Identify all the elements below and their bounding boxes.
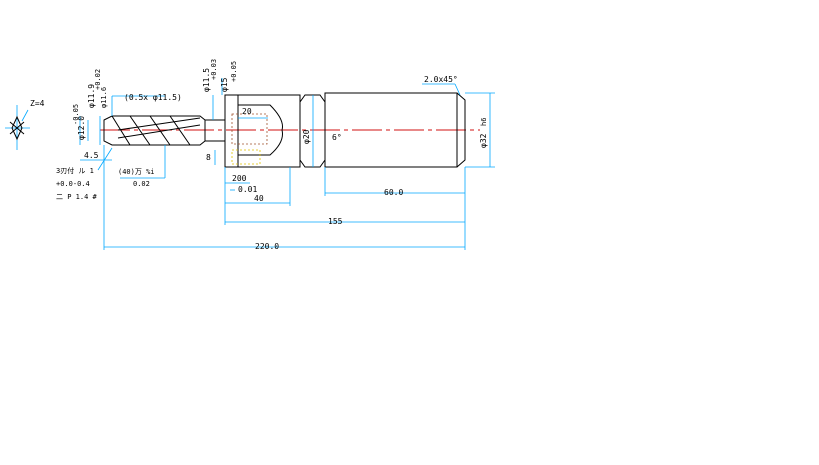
dim-001: 0.01: [238, 185, 257, 194]
highlight-box: [231, 149, 261, 165]
dim-small-tol: -0.05: [72, 104, 80, 125]
end-view-icon: [5, 105, 30, 150]
note-2-3: 二 P 1.4 #: [56, 193, 98, 201]
dim-45: 4.5: [84, 151, 99, 160]
dim-200: 200: [232, 174, 247, 183]
dim-8: 8: [206, 153, 211, 162]
dim-groove: (0.5x φ11.5): [124, 93, 182, 102]
dim-tip-tol: +0.02: [94, 69, 102, 90]
dim-155: 155: [328, 217, 343, 226]
dim-tip: φ11.9: [87, 84, 96, 108]
dim-body2: φ20: [302, 129, 311, 144]
dim-body-tol: +0.05: [230, 61, 238, 82]
dim-small: φ12.0: [77, 116, 86, 140]
shank: [324, 92, 466, 168]
dim-20-top: 20: [242, 107, 252, 116]
note-2-2: +0.0-0.4: [56, 180, 90, 188]
dim-bore-tol: +0.03: [210, 59, 218, 80]
dim-shank: φ32: [479, 133, 488, 148]
dim-shank-tol: h6: [480, 118, 488, 126]
dim-40: 40: [254, 194, 264, 203]
dim-body: φ15: [220, 77, 229, 92]
drill-tip: [103, 115, 225, 146]
note-40: (40)万 %i: [118, 168, 155, 176]
dim-60: 60.0: [384, 188, 403, 197]
note-2-1: 3刃付 ル 1: [56, 166, 94, 175]
angle-label: 6°: [332, 133, 342, 142]
note-002: 0.02: [133, 180, 150, 188]
dimension-lines: [79, 78, 495, 250]
dim-220: 220.0: [255, 242, 279, 251]
dim-bore: φ11.5: [202, 68, 211, 92]
dim-pilot: φ11.6: [100, 87, 108, 108]
chamfer-label: 2.0x45°: [424, 75, 458, 84]
flutes-label: Z=4: [30, 99, 45, 108]
